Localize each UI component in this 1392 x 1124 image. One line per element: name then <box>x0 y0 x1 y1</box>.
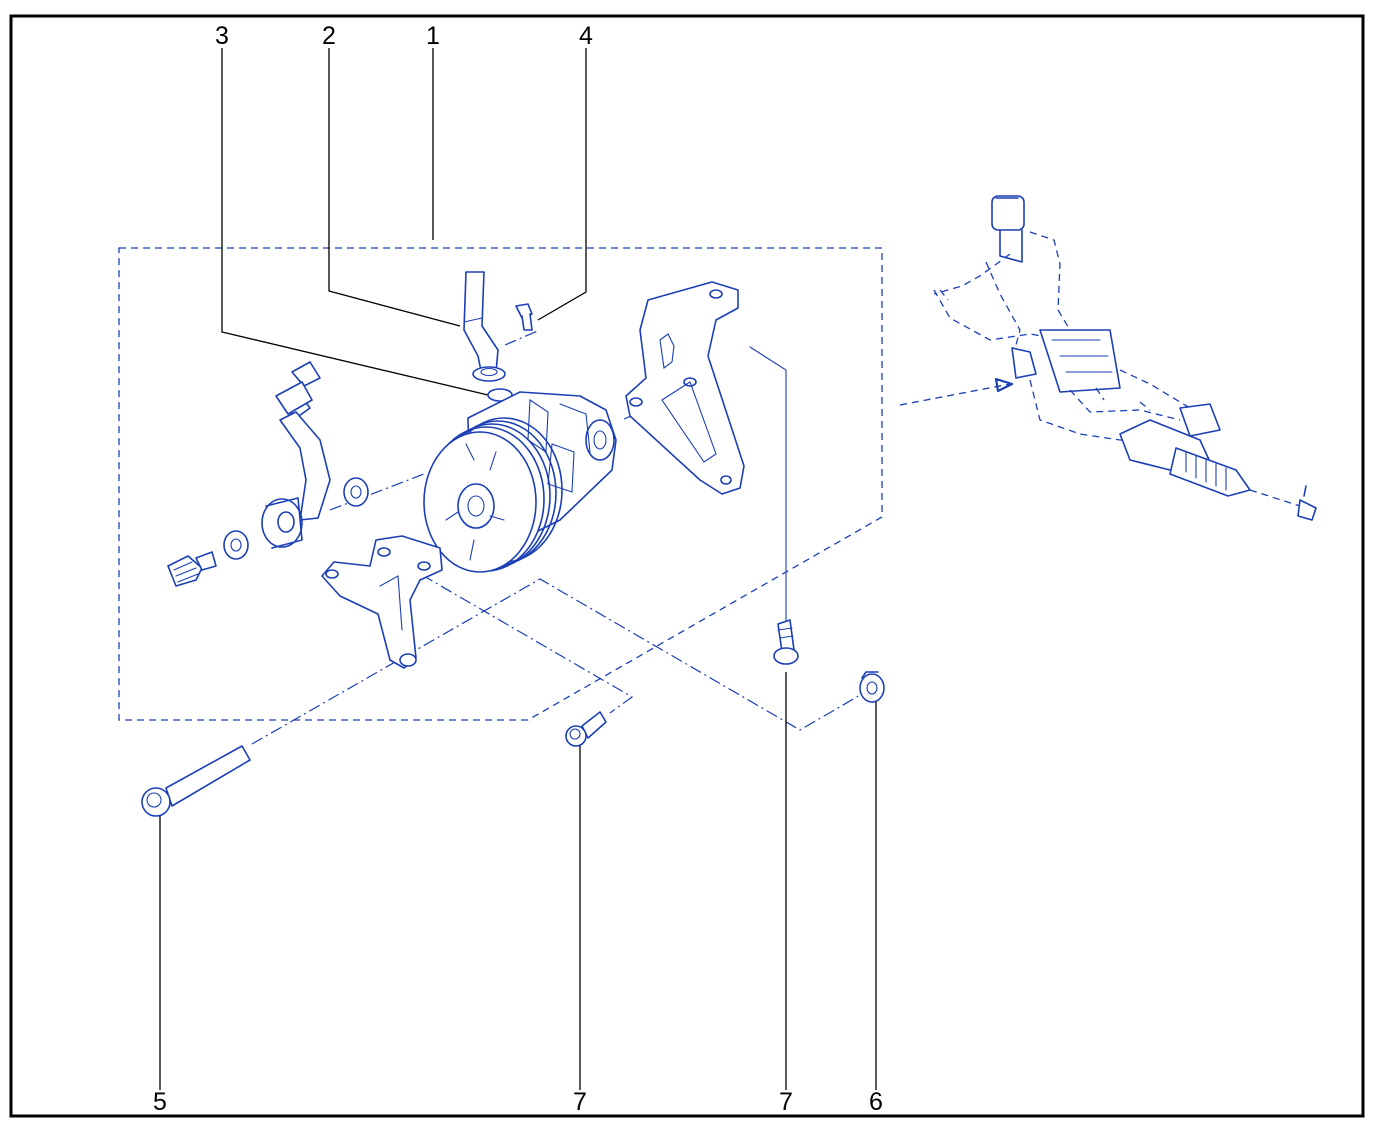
nut-part <box>859 671 885 703</box>
diagram-frame <box>9 14 1365 1118</box>
washer-parts <box>223 477 369 560</box>
assembly-boundary <box>118 247 883 721</box>
bolt-right-part <box>773 619 799 665</box>
lower-bracket-part <box>321 535 443 669</box>
callout-1: 1 <box>426 22 440 50</box>
callout-5: 5 <box>153 1088 167 1116</box>
callout-3: 3 <box>215 22 229 50</box>
callout-leaders <box>159 48 877 1090</box>
callout-7-left: 7 <box>573 1088 587 1116</box>
callout-6: 6 <box>869 1088 883 1116</box>
union-bolt-part <box>167 551 217 587</box>
callout-labels: 1 2 3 4 5 7 7 6 <box>153 22 883 1116</box>
upper-bracket-part <box>625 281 745 495</box>
callout-4: 4 <box>579 22 593 50</box>
callout-7-right: 7 <box>779 1088 793 1116</box>
callout-2: 2 <box>322 22 336 50</box>
long-bolt-part <box>141 745 251 817</box>
suction-pipe-part <box>463 271 506 382</box>
pump-body-part <box>423 391 617 573</box>
bolt-left-part <box>565 711 607 747</box>
o-ring-part <box>487 388 513 402</box>
steering-system-overview <box>933 195 1317 521</box>
pipe-bolt-part <box>515 303 533 331</box>
pressure-hose-part <box>261 361 331 549</box>
